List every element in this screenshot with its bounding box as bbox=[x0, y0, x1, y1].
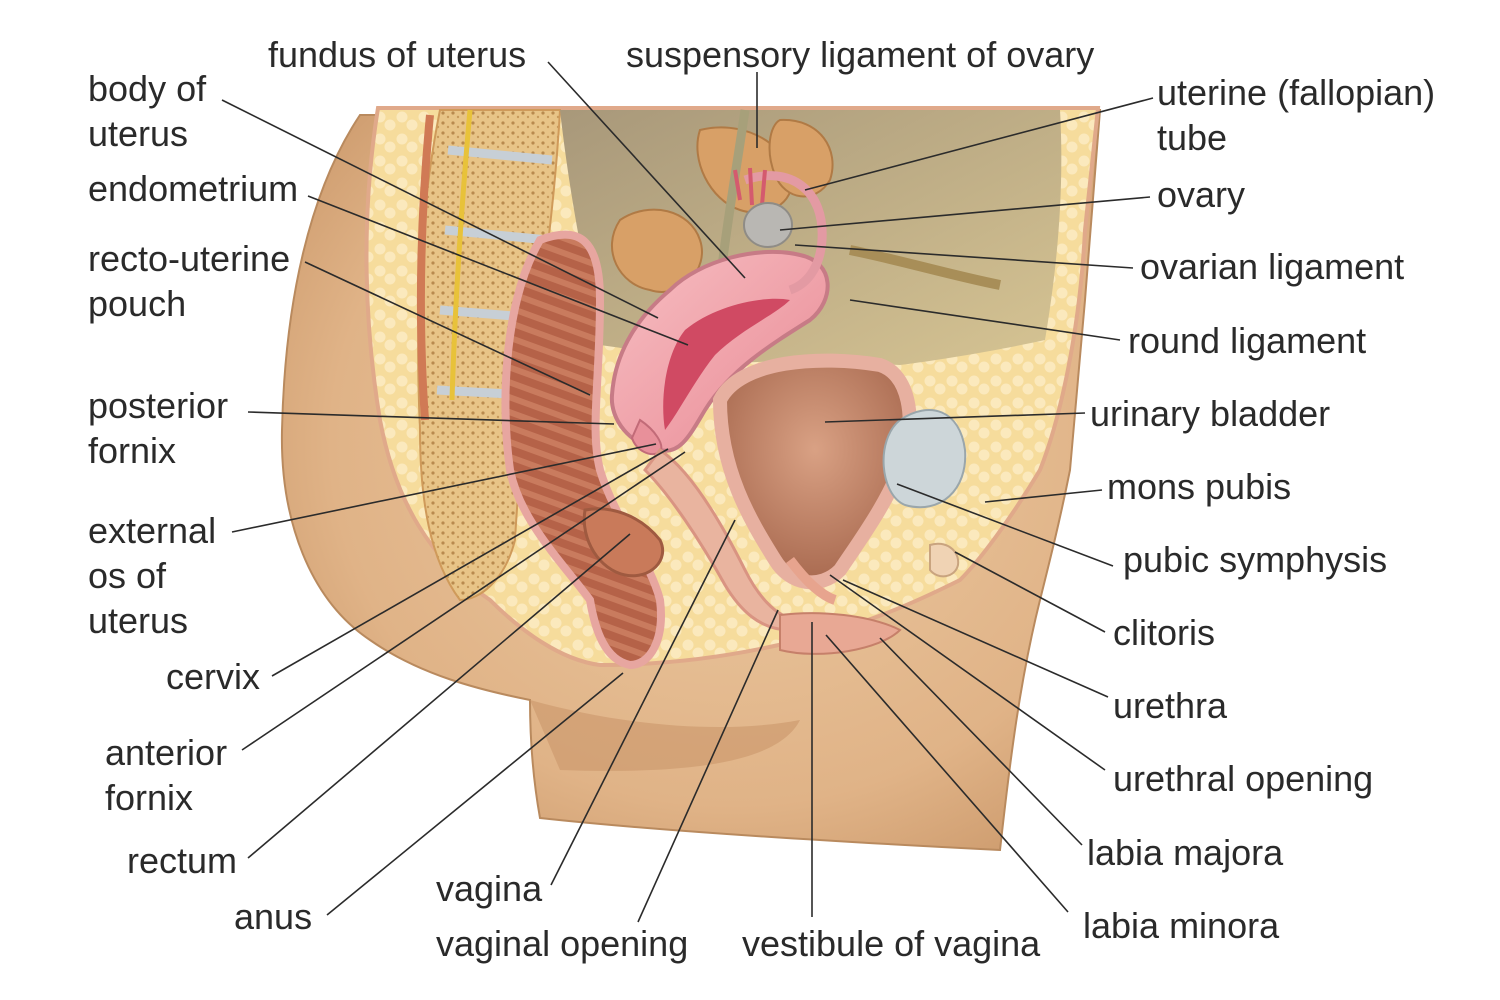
leader-fundus-of-uterus bbox=[547, 61, 746, 279]
label-uterine-tube-line2: tube bbox=[1157, 117, 1228, 158]
label-external-os-line3: uterus bbox=[88, 600, 189, 641]
label-round-ligament: round ligament bbox=[1128, 320, 1367, 361]
leader-urethral-opening bbox=[829, 574, 1106, 771]
leader-rectum bbox=[247, 533, 631, 859]
label-ovary: ovary bbox=[1157, 174, 1246, 215]
label-vaginal-opening: vaginal opening bbox=[436, 923, 689, 964]
pubic-symphysis-shape bbox=[882, 409, 967, 509]
labia-shape bbox=[779, 612, 902, 655]
leader-urinary-bladder bbox=[824, 412, 1086, 423]
label-body-of-uterus: body of uterus bbox=[88, 66, 206, 156]
label-suspensory-ligament-of-ovary: suspensory ligament of ovary bbox=[626, 34, 1095, 75]
label-labia-majora: labia majora bbox=[1087, 832, 1284, 873]
bladder-shape bbox=[712, 353, 917, 590]
leader-mons-pubis bbox=[984, 489, 1103, 503]
spinal-nerve-red bbox=[416, 114, 434, 421]
label-labia-minora: labia minora bbox=[1083, 905, 1280, 946]
label-posterior-fornix: posterior fornix bbox=[88, 383, 228, 473]
label-recto-uterine-pouch-line1: recto-uterine bbox=[88, 238, 291, 279]
label-urethral-opening: urethral opening bbox=[1113, 758, 1374, 799]
label-anterior-fornix: anterior fornix bbox=[105, 730, 227, 820]
label-fundus-of-uterus: fundus of uterus bbox=[268, 34, 527, 75]
leader-cervix bbox=[271, 448, 669, 677]
clitoris-shape bbox=[929, 542, 960, 578]
label-mons-pubis: mons pubis bbox=[1107, 466, 1292, 507]
leader-external-os bbox=[231, 443, 657, 533]
fimbriae bbox=[733, 167, 767, 206]
label-urethra: urethra bbox=[1113, 685, 1228, 726]
label-clitoris: clitoris bbox=[1113, 612, 1216, 653]
leader-ovary bbox=[779, 196, 1151, 231]
leader-vaginal-opening bbox=[637, 609, 779, 923]
label-rectum: rectum bbox=[127, 840, 238, 881]
leader-labia-majora bbox=[879, 637, 1083, 846]
leader-lines bbox=[221, 61, 1154, 923]
label-ovarian-ligament: ovarian ligament bbox=[1140, 246, 1405, 287]
leader-pubic-symphysis bbox=[896, 483, 1114, 567]
urethra-shape bbox=[786, 556, 837, 605]
leader-clitoris bbox=[954, 551, 1106, 633]
label-recto-uterine-pouch-line2: pouch bbox=[88, 283, 187, 324]
label-external-os-line2: os of bbox=[88, 555, 167, 596]
label-external-os-line1: external bbox=[88, 510, 217, 551]
leader-round-ligament bbox=[849, 299, 1121, 341]
leader-posterior-fornix bbox=[247, 411, 615, 425]
leader-uterine-tube bbox=[804, 97, 1154, 191]
label-body-of-uterus-line1: body of bbox=[88, 68, 207, 109]
label-urinary-bladder: urinary bladder bbox=[1090, 393, 1331, 434]
label-vestibule-of-vagina: vestibule of vagina bbox=[742, 923, 1041, 964]
label-body-of-uterus-line2: uterus bbox=[88, 113, 189, 154]
label-anus: anus bbox=[234, 896, 313, 937]
leader-urethra bbox=[842, 579, 1109, 698]
fallopian-tube bbox=[743, 171, 827, 295]
leader-recto-uterine-pouch bbox=[304, 261, 591, 396]
leader-vagina bbox=[550, 519, 736, 886]
spinal-nerve bbox=[449, 109, 473, 401]
ureter-vessel bbox=[849, 245, 1001, 290]
label-external-os-of-uterus: external os of uterus bbox=[88, 508, 216, 643]
label-recto-uterine-pouch: recto-uterine pouch bbox=[88, 236, 290, 326]
leader-ovarian-ligament bbox=[794, 244, 1134, 269]
anal-canal bbox=[582, 507, 664, 578]
label-endometrium: endometrium bbox=[88, 168, 299, 209]
leader-endometrium bbox=[307, 195, 689, 346]
leader-labia-minora bbox=[825, 634, 1069, 913]
endometrium-shape bbox=[663, 298, 790, 430]
leader-anus bbox=[326, 672, 624, 916]
label-posterior-fornix-line1: posterior bbox=[88, 385, 229, 426]
label-posterior-fornix-line2: fornix bbox=[88, 430, 177, 471]
label-pubic-symphysis: pubic symphysis bbox=[1123, 539, 1388, 580]
illustration-body bbox=[280, 106, 1102, 852]
label-uterine-fallopian-tube: uterine (fallopian) tube bbox=[1157, 70, 1435, 160]
leader-anterior-fornix bbox=[241, 451, 686, 751]
ovary-shape bbox=[743, 202, 793, 248]
leader-body-of-uterus bbox=[221, 99, 659, 319]
label-anterior-fornix-line2: fornix bbox=[105, 777, 194, 818]
label-cervix: cervix bbox=[166, 656, 261, 697]
thigh-crease bbox=[530, 700, 800, 771]
label-anterior-fornix-line1: anterior bbox=[105, 732, 228, 773]
label-vagina: vagina bbox=[436, 868, 543, 909]
label-uterine-tube-line1: uterine (fallopian) bbox=[1157, 72, 1436, 113]
